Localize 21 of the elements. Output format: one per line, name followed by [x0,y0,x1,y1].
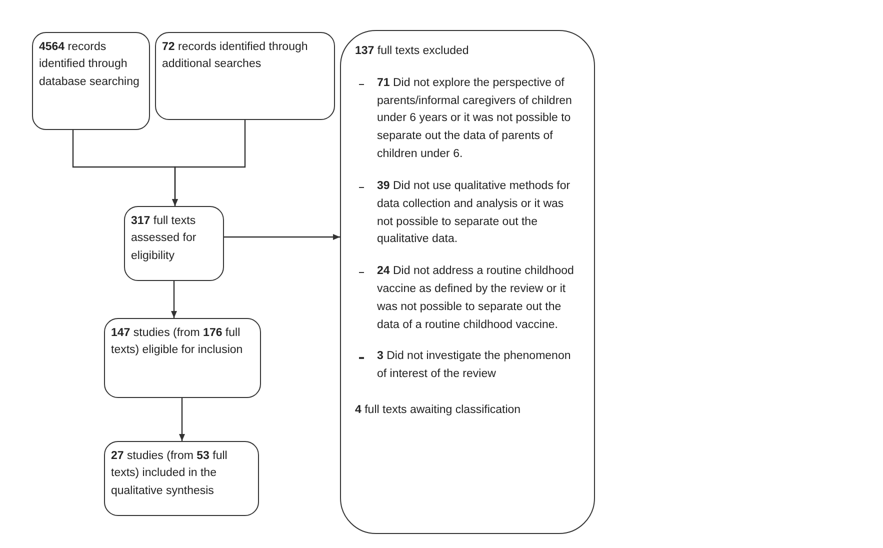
box-text: 317 full texts assessed for eligibility [131,214,198,264]
exclusion-reason: 3 Did not investigate the phenomenon of interest of the review [377,349,572,382]
box-heading: 137 full texts excluded [355,44,470,59]
exclusion-reason: 71 Did not explore the perspective of parents/informal caregivers of children under 6 years or it was not possible to separate out the data of parents of children under 6. [377,76,573,162]
process-box [32,32,150,130]
process-box [155,32,335,120]
box-text: 72 records identified through additional searches [162,40,309,72]
box-text: 4564 records identified through database searching [39,40,140,90]
box-note: 4 full texts awaiting classification [355,403,522,418]
process-box [124,206,224,281]
arrow [179,398,185,441]
arrow [171,281,177,318]
arrow [172,120,246,206]
box-text: 147 studies (from 176 full texts) eligible for inclusion [111,326,244,358]
exclusion-reason: 24 Did not address a routine childhood vaccine as defined by the review or it was not possible to separate out the data of a routine childhood vaccine. [377,264,575,333]
exclusion-reason: 39 Did not use qualitative methods for data collection and analysis or it was not possible to separate out the qualitative data. [377,178,572,248]
exclusion-box [340,30,595,534]
arrow [224,234,340,240]
process-box [104,441,259,516]
process-box [104,318,261,398]
box-text: 27 studies (from 53 full texts) included in the qualitative synthesis [111,449,228,498]
